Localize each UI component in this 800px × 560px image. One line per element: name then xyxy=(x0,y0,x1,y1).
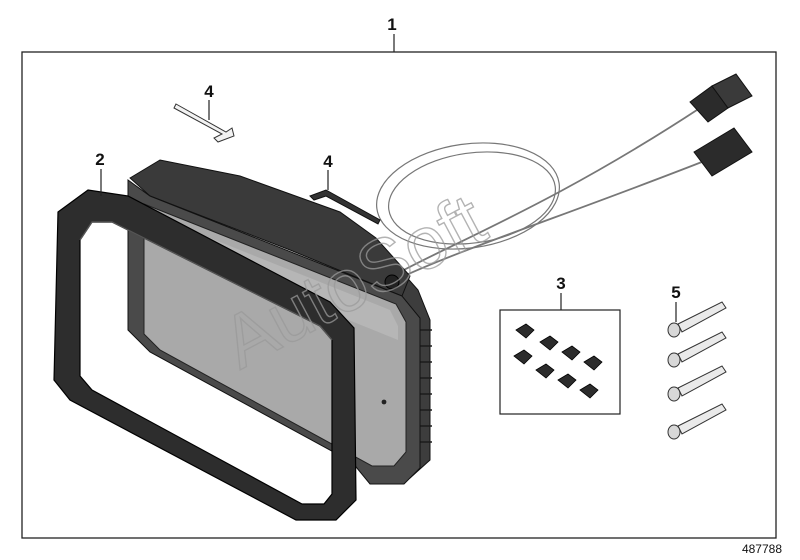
screw xyxy=(667,365,727,402)
callout-key-center: 4 xyxy=(323,152,333,171)
callout-key-upper: 4 xyxy=(204,82,214,101)
callout-frame: 2 xyxy=(95,150,104,169)
screw xyxy=(667,301,727,338)
allen-key-upper xyxy=(173,103,235,143)
clip-set xyxy=(513,323,603,399)
screw xyxy=(667,331,727,368)
kit-boundary xyxy=(21,51,777,539)
allen-key-center xyxy=(309,189,381,225)
callout-kit: 1 xyxy=(387,15,396,34)
screw-set xyxy=(667,301,727,440)
rubber-frame xyxy=(53,189,357,521)
wiring-harness xyxy=(376,107,713,277)
callout-screws: 5 xyxy=(671,283,680,302)
screw xyxy=(667,403,727,440)
connector-plug-upper xyxy=(689,73,753,123)
connector-plug-lower xyxy=(693,127,753,177)
callout-clips: 3 xyxy=(556,274,565,293)
document-number: 487788 xyxy=(742,542,782,556)
